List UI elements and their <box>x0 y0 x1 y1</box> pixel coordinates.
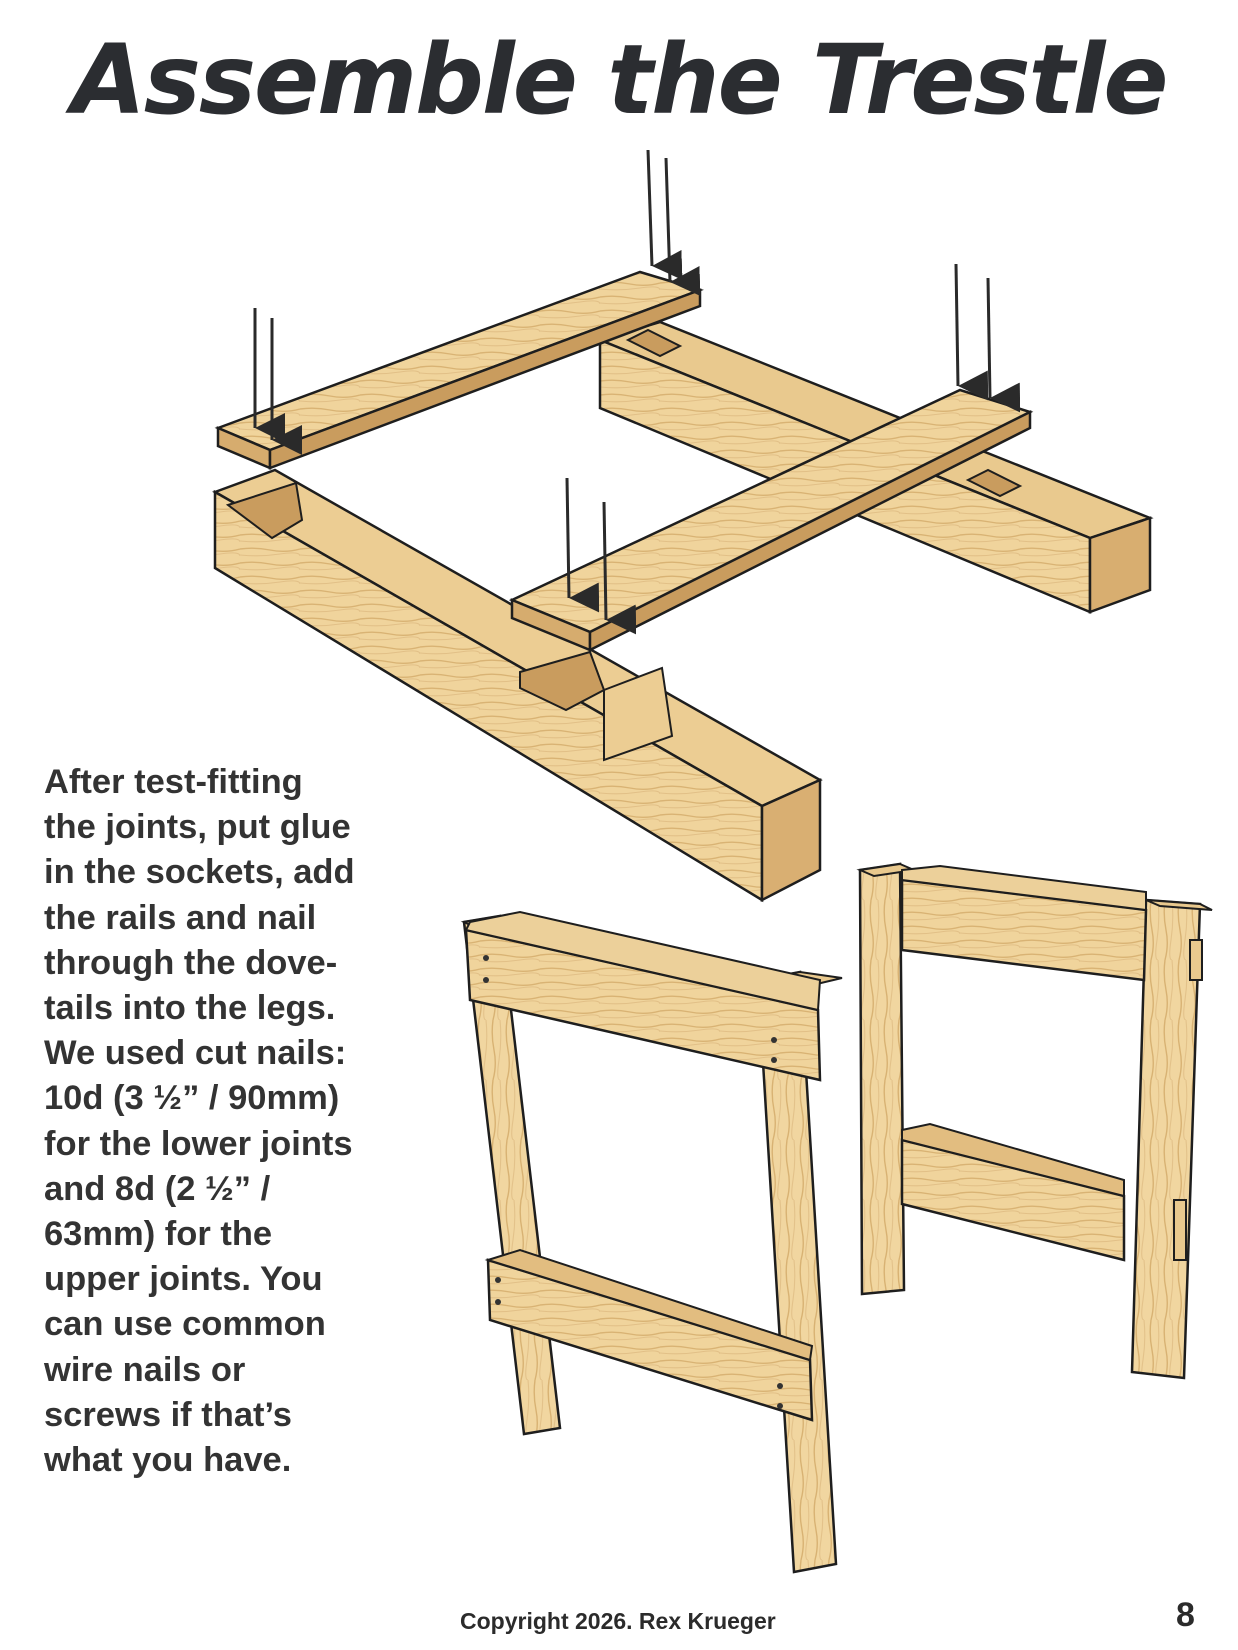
body-line: tails into the legs. <box>44 989 336 1028</box>
page-number: 8 <box>1176 1596 1195 1634</box>
body-line: wire nails or <box>44 1350 246 1389</box>
body-line: can use common <box>44 1305 326 1344</box>
nail-icon <box>954 263 989 401</box>
body-line: and 8d (2 ½” / <box>44 1169 271 1208</box>
body-line: the rails and nail <box>44 898 317 937</box>
body-line: the joints, put glue <box>44 808 351 847</box>
body-paragraph: After test-fitting the joints, put glue … <box>44 760 404 1483</box>
left-rail-icon <box>214 270 704 470</box>
left-leg-frame-icon <box>460 910 843 1574</box>
nail-icon <box>602 501 637 635</box>
page-title: Assemble the Trestle <box>71 24 1168 136</box>
body-line: in the sockets, add <box>44 853 355 892</box>
front-foot-icon <box>212 468 823 903</box>
nail-icon <box>646 149 683 280</box>
nail-icon <box>986 277 1021 413</box>
nail-icon <box>664 157 701 297</box>
body-line: upper joints. You <box>44 1260 323 1299</box>
body-line: screws if that’s <box>44 1395 292 1434</box>
body-line: 10d (3 ½” / 90mm) <box>44 1079 340 1118</box>
right-leg-frame-icon <box>856 862 1213 1380</box>
body-line: After test-fitting <box>44 763 303 801</box>
body-line: 63mm) for the <box>44 1215 273 1254</box>
right-rail-icon <box>508 388 1034 653</box>
nail-icon <box>565 477 600 613</box>
body-line: through the dove- <box>44 943 338 982</box>
nails-group <box>253 149 1021 635</box>
body-line: We used cut nails: <box>44 1034 347 1073</box>
body-line: for the lower joints <box>44 1124 353 1163</box>
body-line: what you have. <box>44 1441 292 1480</box>
copyright-notice: Copyright 2026. Rex Krueger <box>460 1608 776 1634</box>
